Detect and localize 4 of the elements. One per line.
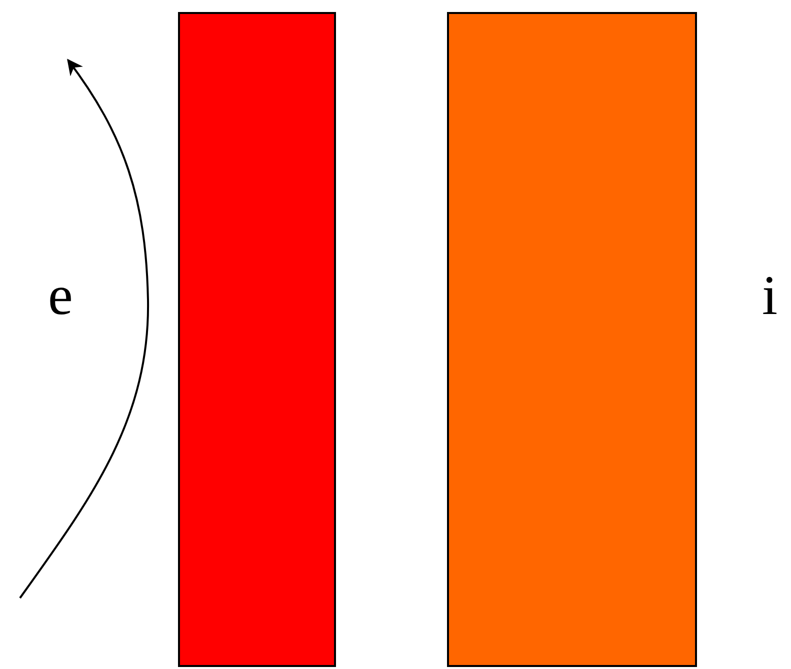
symbol-label: i: [762, 268, 778, 324]
symbol-label: e: [48, 268, 73, 324]
colored-bar: [178, 12, 336, 667]
colored-bar: [447, 12, 697, 667]
